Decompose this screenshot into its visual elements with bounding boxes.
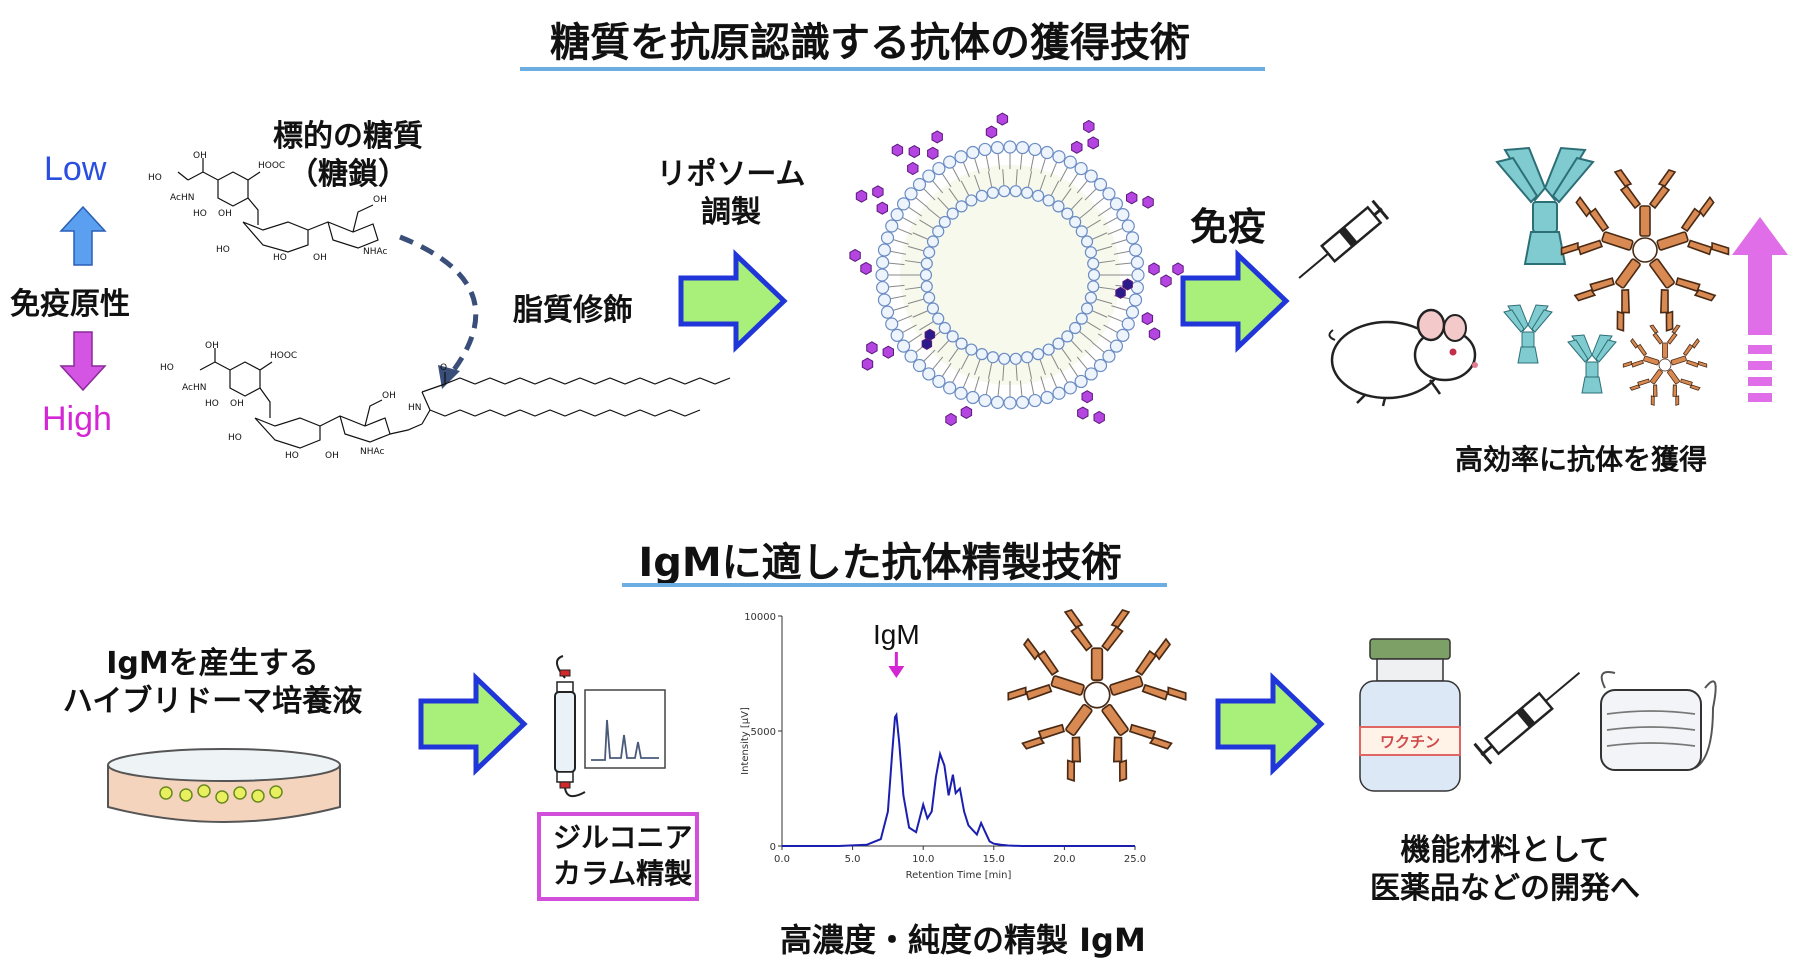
y-tick-label: 10000 <box>744 612 776 623</box>
chem-ho-5: HO <box>160 363 174 373</box>
chem-oh-4: OH <box>373 195 387 205</box>
x-axis-label: Retention Time [min] <box>906 870 1012 881</box>
liposome-line-2: 調製 <box>701 194 761 230</box>
liposome-illustration <box>849 112 1184 427</box>
glycan-structure: HO OH AcHN HO OH HOOC HO HO OH OH NHAc <box>148 151 387 263</box>
chem-achn-2: AcHN <box>182 383 206 393</box>
chem-hooc-1: HOOC <box>258 161 285 171</box>
culture-line-1: IgMを産生する <box>106 646 319 681</box>
chem-achn-1: AcHN <box>170 193 194 203</box>
igm-antibody-large-icon <box>1560 169 1730 332</box>
syringe-bottom-icon <box>1473 671 1581 765</box>
igg-antibody-small-1-icon <box>1503 304 1553 364</box>
igm-peak-label: IgM <box>873 619 920 650</box>
y-axis-label: Intensity [μV] <box>740 707 751 775</box>
high-label: High <box>42 400 112 438</box>
x-tick-label: 10.0 <box>912 854 934 865</box>
chem-ho-6: HO <box>205 399 219 409</box>
igm-antibody-small-icon <box>1622 324 1708 406</box>
efficient-acquisition-label: 高効率に抗体を獲得 <box>1455 443 1708 476</box>
liposome-prep-label: リポソーム 調製 <box>656 156 806 231</box>
x-tick-label: 0.0 <box>774 854 790 865</box>
bottom-title: IgMに適した抗体精製技術 <box>638 540 1122 586</box>
chem-oh-7: OH <box>325 451 339 461</box>
chem-nhac-2: NHAc <box>360 447 384 457</box>
chem-ho-2: HO <box>193 209 207 219</box>
igm-peak-arrowhead <box>888 666 905 678</box>
igg-antibody-small-2-icon <box>1567 334 1617 394</box>
x-tick-label: 25.0 <box>1124 854 1146 865</box>
lipid-modification-label: 脂質修飾 <box>513 293 633 328</box>
mouse-icon <box>1328 308 1478 407</box>
target-glycan-label: 標的の糖質 （糖鎖） <box>258 118 438 193</box>
zirconia-column-box: ジルコニア カラム精製 <box>537 812 699 901</box>
culture-medium-label: IgMを産生する ハイブリドーマ培養液 <box>60 645 365 720</box>
immunogenicity-label: 免疫原性 <box>10 287 130 322</box>
chem-oh-5: OH <box>205 341 219 351</box>
chem-oh-2: OH <box>218 209 232 219</box>
chem-hooc-2: HOOC <box>270 351 297 361</box>
chem-oh-1: OH <box>193 151 207 161</box>
y-tick-label: 5000 <box>751 727 776 738</box>
chem-o: O <box>440 363 447 373</box>
column-line-2: カラム精製 <box>553 857 693 891</box>
chem-nhac-1: NHAc <box>363 247 387 257</box>
process-arrow-3-icon <box>418 672 528 776</box>
apps-line-1: 機能材料として <box>1400 833 1610 868</box>
applications-label: 機能材料として 医薬品などの開発へ <box>1340 832 1670 907</box>
down-arrow-icon <box>59 331 107 392</box>
process-arrow-1-icon <box>678 249 788 353</box>
vaccine-vial-icon: ワクチン <box>1359 638 1461 792</box>
up-arrow-icon <box>59 205 107 266</box>
chem-hn: HN <box>408 403 422 413</box>
chromatogram-trace <box>782 711 1135 847</box>
chem-ho-3: HO <box>216 245 230 255</box>
chem-oh-6: OH <box>230 399 244 409</box>
top-title: 糖質を抗原認識する抗体の獲得技術 <box>550 20 1190 66</box>
apps-line-2: 医薬品などの開発へ <box>1370 870 1640 906</box>
immunize-label: 免疫 <box>1190 205 1267 249</box>
bottom-title-underline <box>622 583 1167 587</box>
syringe-icon <box>1298 199 1390 279</box>
igg-antibody-large-icon <box>1495 146 1595 265</box>
chromatogram-chart: 0.0 5.0 10.0 15.0 20.0 25.0 0 5000 10000Retentio… <box>740 612 1146 881</box>
y-tick-label: 0 <box>770 842 776 853</box>
chem-oh-8: OH <box>382 391 396 401</box>
x-tick-label: 5.0 <box>845 854 861 865</box>
chem-oh-3: OH <box>313 253 327 263</box>
low-label: Low <box>44 150 107 188</box>
target-line-1: 標的の糖質 <box>273 119 423 154</box>
glycolipid-structure: HO OH AcHN HO OH HOOC HO HO OH OH NHAc H… <box>160 341 731 461</box>
increase-arrow-icon <box>1732 217 1788 402</box>
purified-igm-label: 高濃度・純度の精製 IgM <box>780 921 1146 959</box>
zirconia-column-icon <box>554 655 666 798</box>
face-mask-icon <box>1600 671 1717 771</box>
process-arrow-4-icon <box>1215 672 1325 776</box>
chem-ho-1: HO <box>148 173 162 183</box>
dashed-curve-arrow-icon <box>399 234 479 389</box>
vaccine-label: ワクチン <box>1380 733 1440 751</box>
culture-line-2: ハイブリドーマ培養液 <box>62 683 363 719</box>
process-arrow-2-icon <box>1180 249 1290 353</box>
top-title-underline <box>520 67 1265 71</box>
x-tick-label: 20.0 <box>1053 854 1075 865</box>
liposome-line-1: リポソーム <box>656 157 806 192</box>
petri-dish-icon <box>107 748 341 823</box>
column-line-1: ジルコニア <box>553 821 693 854</box>
chem-ho-7: HO <box>228 433 242 443</box>
target-line-2: （糖鎖） <box>288 156 408 192</box>
chem-ho-8: HO <box>285 451 299 461</box>
chem-ho-4: HO <box>273 253 287 263</box>
x-tick-label: 15.0 <box>983 854 1005 865</box>
igm-antibody-purified-icon <box>1007 608 1187 782</box>
